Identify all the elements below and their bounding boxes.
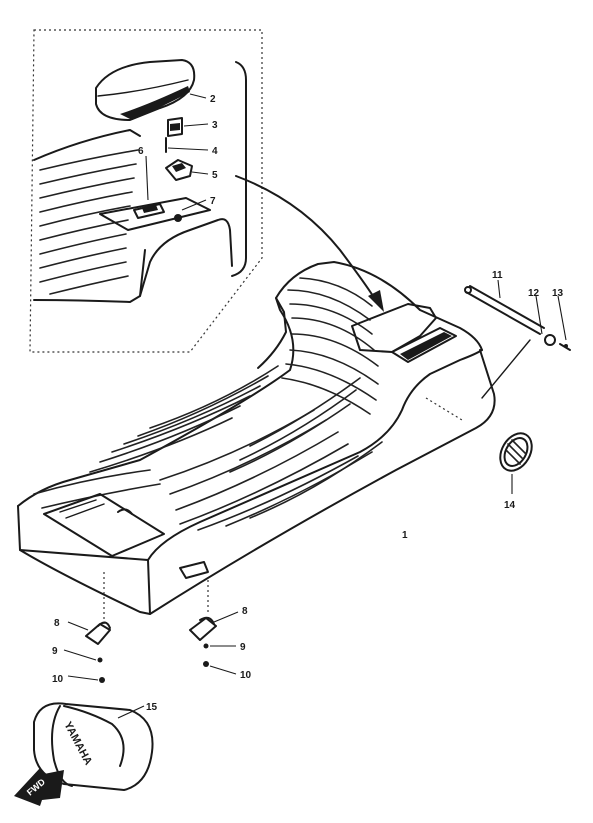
detail-connector-line (235, 175, 379, 305)
callout-9-right: 9 (240, 642, 246, 653)
callout-13: 13 (552, 288, 564, 299)
emblem-part-14 (499, 432, 533, 494)
callout-8-right: 8 (242, 606, 248, 617)
callout-8-left: 8 (54, 618, 60, 629)
clip-set-left (63, 621, 111, 683)
callout-6: 6 (138, 146, 144, 157)
fwd-arrow (14, 768, 64, 806)
main-seat (17, 261, 496, 626)
inset-parts (95, 59, 209, 211)
callout-5: 5 (212, 170, 218, 181)
callout-1: 1 (402, 530, 408, 541)
callout-14: 14 (504, 500, 516, 511)
callout-7: 7 (210, 196, 216, 207)
callout-9-left: 9 (52, 646, 58, 657)
inset-seat (33, 129, 233, 303)
callout-12: 12 (528, 288, 540, 299)
callout-2: 2 (210, 94, 216, 105)
cover-brand-text: YAMAHA (61, 720, 94, 767)
callout-10-left: 10 (52, 674, 64, 685)
clip-set-right (189, 611, 239, 675)
callout-11: 11 (492, 270, 503, 281)
callout-4: 4 (212, 146, 218, 157)
callout-10-right: 10 (240, 670, 252, 681)
callout-15: 15 (146, 702, 158, 713)
connector-arrowhead (368, 290, 384, 312)
detail-inset (29, 29, 263, 353)
callout-3: 3 (212, 120, 218, 131)
rear-pin-assembly (464, 279, 571, 399)
